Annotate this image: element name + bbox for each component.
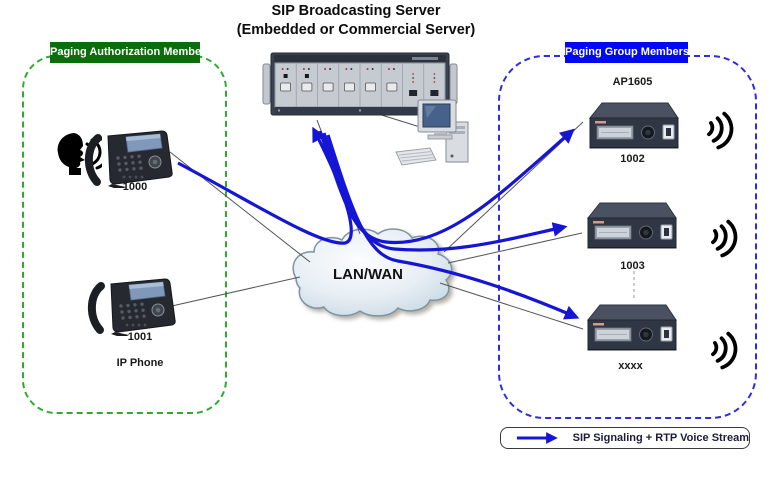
ip-phone-1000-icon bbox=[82, 126, 178, 188]
signal-server-to-1002-arrow bbox=[318, 128, 575, 245]
device-1002-label: 1002 bbox=[620, 153, 645, 165]
device-1003-label: 1003 bbox=[620, 260, 645, 272]
device-xxxx-label: xxxx bbox=[618, 360, 643, 372]
paging-gateway-1003-icon bbox=[578, 198, 683, 256]
legend-box: SIP Signaling + RTP Voice Stream bbox=[500, 427, 750, 449]
sound-waves-icon bbox=[704, 214, 740, 262]
link-cloud-xxxx-line bbox=[439, 282, 584, 330]
diagram-title-line1: SIP Broadcasting Server bbox=[271, 3, 441, 19]
paging-gateway-1002-icon bbox=[580, 98, 685, 156]
phone-1000-label: 1000 bbox=[122, 181, 148, 193]
sound-waves-icon bbox=[700, 106, 736, 154]
phone-1001-label: 1001 bbox=[127, 331, 153, 343]
cloud-label: LAN/WAN bbox=[333, 266, 403, 283]
link-phone1001-cloud-line bbox=[162, 276, 301, 309]
device-model-label: AP1605 bbox=[612, 76, 653, 88]
desktop-pc-icon bbox=[395, 99, 469, 166]
sound-waves-icon bbox=[704, 326, 740, 374]
ip-phone-caption: IP Phone bbox=[116, 357, 164, 369]
ip-phone-1001-icon bbox=[85, 274, 181, 336]
legend-arrow-icon bbox=[516, 432, 558, 444]
authorization-group-label: Paging Authorization Membe bbox=[50, 42, 200, 63]
paging-gateway-xxxx-icon bbox=[578, 300, 683, 358]
diagram-title-line2: (Embedded or Commercial Server) bbox=[236, 22, 476, 38]
paging-group-label: Paging Group Members bbox=[565, 42, 688, 63]
link-cloud-1003-line bbox=[447, 232, 583, 264]
signal-server-to-xxxx-arrow bbox=[326, 134, 580, 320]
signal-server-to-1003-arrow bbox=[322, 132, 568, 252]
legend-label: SIP Signaling + RTP Voice Stream bbox=[572, 432, 749, 444]
rack-server-icon bbox=[262, 52, 458, 116]
